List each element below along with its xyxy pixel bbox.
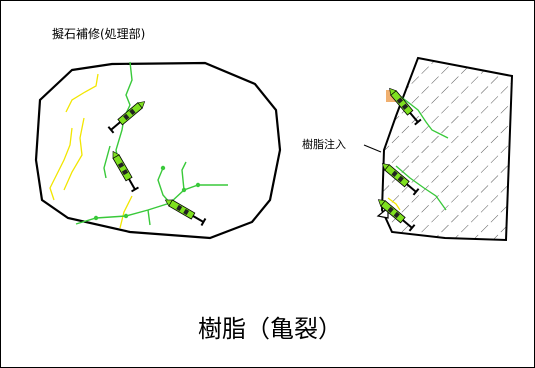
crack-green-4 [157, 167, 171, 204]
crack-green-3 [75, 184, 228, 225]
crack-yellow-2 [49, 127, 73, 201]
crack-yellow-section [387, 197, 401, 211]
crack-yellow-1 [65, 73, 99, 113]
label-leader-line [363, 144, 382, 153]
stone-section-right [380, 56, 514, 242]
label-top-left: 擬石補修(処理部) [52, 26, 145, 41]
crack-green-6 [147, 209, 151, 226]
crack-green-section-1 [399, 95, 449, 139]
crack-green-2 [103, 145, 111, 179]
crack-green-section-2 [395, 165, 447, 211]
diagram-title: 樹脂（亀裂） [198, 315, 342, 343]
crack-green-5 [181, 161, 187, 191]
crack-yellow-4 [119, 195, 133, 229]
crack-yellow-3 [63, 117, 85, 191]
label-injection: 樹脂注入 [302, 137, 346, 151]
stone-outline-left [34, 61, 282, 240]
